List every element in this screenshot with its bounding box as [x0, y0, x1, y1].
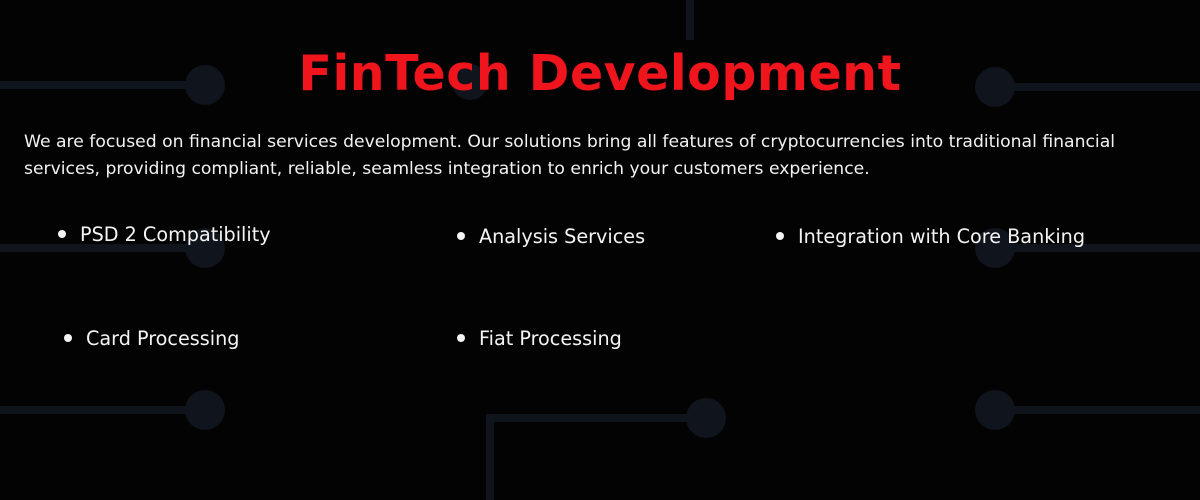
- feature-label: Analysis Services: [479, 224, 646, 248]
- feature-label: Fiat Processing: [479, 326, 622, 350]
- feature-label: Card Processing: [86, 326, 240, 350]
- feature-label: Integration with Core Banking: [798, 224, 1086, 248]
- feature-label: PSD 2 Compatibility: [80, 222, 271, 246]
- bullet-icon: [776, 232, 784, 240]
- bullet-icon: [64, 334, 72, 342]
- page-title: FinTech Development: [298, 45, 902, 102]
- bullet-icon: [457, 334, 465, 342]
- description-paragraph: We are focused on financial services dev…: [24, 132, 1116, 179]
- bullet-icon: [58, 230, 66, 238]
- bullet-icon: [457, 232, 465, 240]
- feature-item-fiat-processing: Fiat Processing: [457, 323, 622, 353]
- feature-item-core-banking: Integration with Core Banking: [776, 221, 1085, 251]
- feature-item-card-processing: Card Processing: [64, 323, 239, 353]
- feature-item-analysis-services: Analysis Services: [457, 221, 645, 251]
- circuit-nodes: [185, 64, 1015, 438]
- feature-item-psd2: PSD 2 Compatibility: [58, 219, 271, 249]
